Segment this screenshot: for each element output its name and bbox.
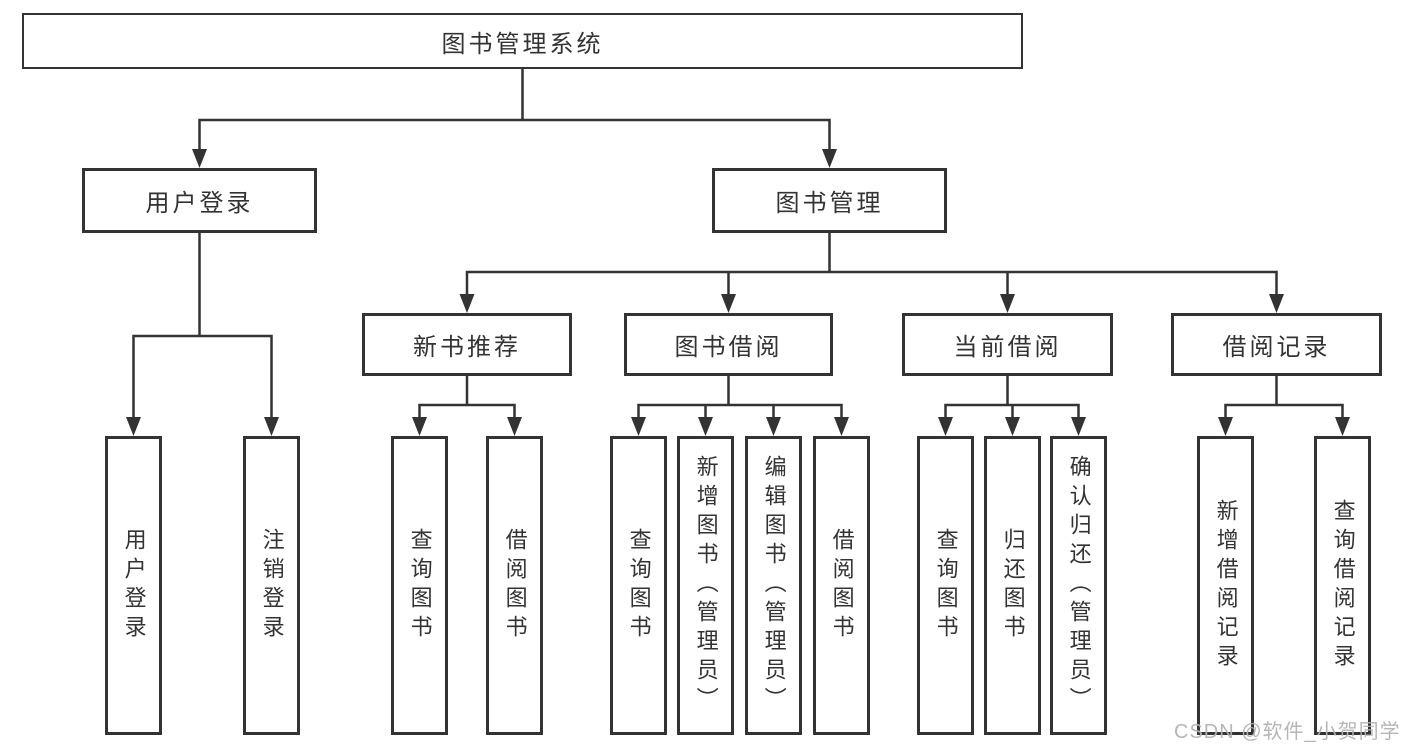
node-library-management-system: 图书管理系统 [22, 13, 1023, 69]
leaf-user-login: 用户登录 [105, 436, 162, 735]
leaf-label: 归还图书 [1000, 527, 1026, 644]
leaf-label: 查询图书 [407, 527, 433, 644]
node-user-login: 用户登录 [82, 168, 317, 233]
leaf-label: 用户登录 [121, 527, 147, 644]
leaf-query-borrow-record: 查询借阅记录 [1314, 436, 1371, 735]
csdn-watermark: CSDN @软件_小贺同学 [1174, 721, 1401, 743]
connector-lines [132, 67, 1344, 422]
leaf-confirm-return-admin: 确认归还（管理员） [1050, 436, 1107, 735]
node-label: 图书管理系统 [441, 30, 604, 58]
leaf-borrow-book-under-book-borrow: 借阅图书 [813, 436, 870, 735]
leaf-label: 新增借阅记录 [1213, 498, 1239, 673]
leaf-query-book-under-new-book: 查询图书 [391, 436, 448, 735]
leaf-label: 新增图书（管理员） [693, 455, 719, 716]
leaf-logout-login: 注销登录 [243, 436, 300, 735]
node-label: 图书借阅 [674, 334, 783, 361]
node-label: 图书管理 [775, 190, 884, 217]
node-new-book-recommend: 新书推荐 [362, 313, 572, 376]
leaf-label: 查询借阅记录 [1330, 498, 1356, 673]
node-label: 新书推荐 [413, 334, 521, 361]
node-label: 借阅记录 [1222, 334, 1331, 361]
leaf-label: 借阅图书 [502, 527, 528, 644]
node-label: 用户登录 [145, 190, 254, 217]
node-book-borrow: 图书借阅 [624, 313, 833, 376]
leaf-label: 查询图书 [933, 527, 959, 644]
leaf-return-book: 归还图书 [984, 436, 1041, 735]
leaf-label: 确认归还（管理员） [1066, 455, 1092, 716]
leaf-label: 查询图书 [626, 527, 652, 644]
leaf-borrow-book-under-new-book: 借阅图书 [486, 436, 543, 735]
node-borrow-record: 借阅记录 [1171, 313, 1382, 376]
leaf-label: 注销登录 [259, 527, 285, 644]
leaf-label: 借阅图书 [829, 527, 855, 644]
leaf-label: 编辑图书（管理员） [761, 455, 787, 716]
leaf-query-book-under-book-borrow: 查询图书 [610, 436, 667, 735]
leaf-add-book-admin: 新增图书（管理员） [677, 436, 734, 735]
leaf-query-book-under-current-borrow: 查询图书 [917, 436, 974, 735]
leaf-edit-book-admin: 编辑图书（管理员） [745, 436, 802, 735]
node-label: 当前借阅 [953, 334, 1062, 361]
node-book-management: 图书管理 [712, 168, 947, 233]
node-current-borrow: 当前借阅 [902, 313, 1113, 376]
leaf-add-borrow-record: 新增借阅记录 [1197, 436, 1254, 735]
